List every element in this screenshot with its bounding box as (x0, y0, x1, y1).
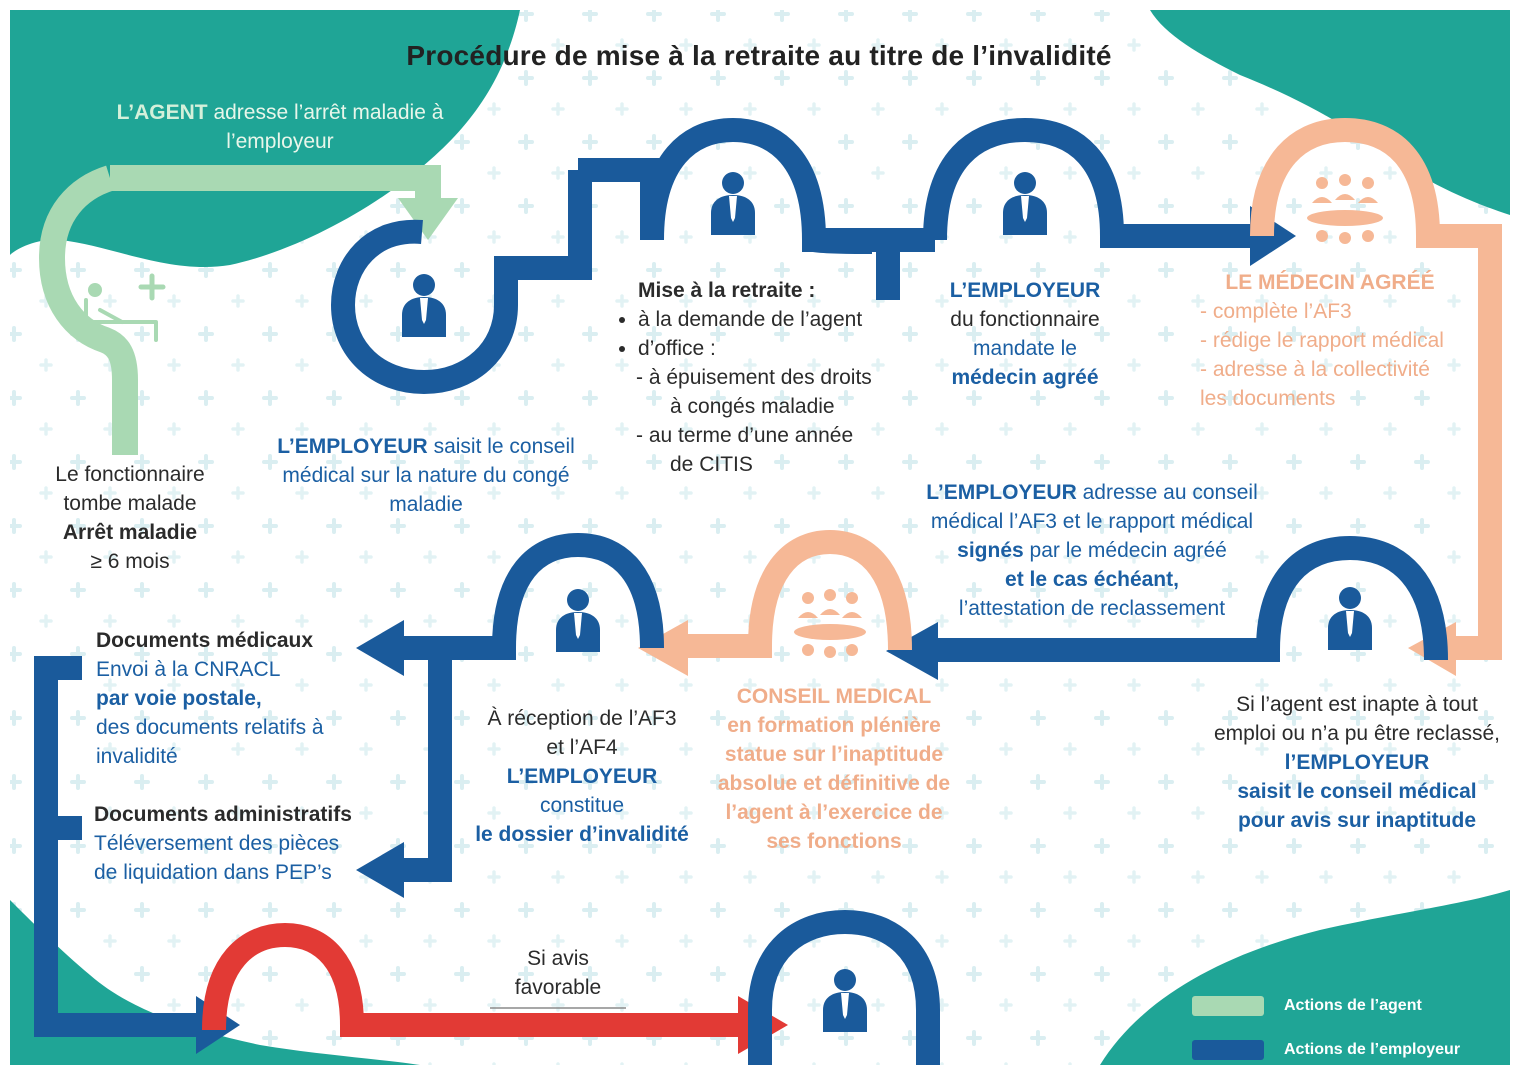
legend-agent-label: Actions de l’agent (1284, 997, 1422, 1014)
legend-agent: Actions de l’agent (1192, 996, 1422, 1016)
step-council: CONSEIL MEDICAL en formation plénière st… (706, 682, 962, 856)
step-doctor: LE MÉDECIN AGRÉÉ - complète l’AF3 - rédi… (1200, 268, 1460, 413)
docs-med-heading: Documents médicaux (96, 629, 314, 652)
employer-bump-2 (578, 117, 900, 300)
council-group-icon (794, 589, 866, 658)
inapt-employer-label: l’EMPLOYEUR (1284, 751, 1430, 774)
doctor-heading: LE MÉDECIN AGRÉÉ (1225, 271, 1435, 294)
agent-flow-line (110, 165, 441, 200)
employer-person-icon-3 (1003, 172, 1047, 235)
employer-final-arch (748, 909, 940, 1065)
send-employer-label: L’EMPLOYEUR (926, 481, 1077, 504)
retirement-sub-1a: - à épuisement des droits (636, 366, 872, 389)
agent-hook-arc (38, 165, 138, 455)
retirement-heading: Mise à la retraite : (638, 279, 816, 302)
inapt-line-5: pour avis sur inaptitude (1237, 809, 1477, 832)
retirement-sub-2b: de CITIS (670, 453, 753, 476)
doctor-item-1: - complète l’AF3 (1200, 300, 1352, 323)
step-inapt: Si l’agent est inapte à tout emploi ou n… (1196, 690, 1518, 835)
mandate-employer-label: L’EMPLOYEUR (949, 279, 1101, 302)
step-docs-medical: Documents médicaux Envoi à la CNRACL par… (96, 626, 356, 771)
agent-label: L’AGENT (116, 101, 208, 124)
docs-adm-heading: Documents administratifs (94, 803, 352, 826)
step-mandate: L’EMPLOYEUR du fonctionnaire mandate le … (920, 276, 1130, 392)
council-heading: CONSEIL MEDICAL (736, 685, 932, 708)
council-text: en formation plénière statue sur l’inapt… (717, 714, 951, 853)
retirement-sub-1b: à congés maladie (670, 395, 835, 418)
employer-person-icon-2 (711, 172, 755, 235)
legend-employer-swatch (1192, 1040, 1264, 1060)
retirement-sub-2a: - au terme d’une année (636, 424, 854, 447)
step-refer-council: L’EMPLOYEUR saisit le conseil médical su… (266, 432, 586, 519)
inapt-line-4: saisit le conseil médical (1237, 780, 1477, 803)
send-text-3: l’attestation de reclassement (958, 597, 1226, 620)
file-line-4: constitue (539, 794, 625, 817)
legend-employer: Actions de l’employeur (1192, 1040, 1460, 1060)
retirement-bullet-2: d’office : (638, 334, 912, 363)
employer-left-line (34, 656, 200, 1037)
employer-arrow-adm (356, 842, 404, 898)
legend-employer-label: Actions de l’employeur (1284, 1041, 1461, 1058)
sick-line-2: tombe malade (63, 492, 197, 515)
teal-blob-top-left (10, 10, 520, 268)
docs-adm-line-1: Téléversement des pièces de liquidation … (94, 832, 340, 884)
employer-arrow-med (356, 620, 404, 676)
doctor-item-2: - rédige le rapport médical (1200, 329, 1444, 352)
file-line-5: le dossier d’invalidité (475, 823, 689, 846)
file-line-1: À réception de l’AF3 (487, 707, 677, 730)
employer-person-icon-inapt (1328, 587, 1372, 650)
step-send-af3: L’EMPLOYEUR adresse au conseil médical l… (912, 478, 1272, 623)
step-agent-sends: L’AGENT adresse l’arrêt maladie à l’empl… (110, 98, 450, 156)
send-case: et le cas échéant, (1005, 568, 1179, 591)
step-favorable: Si avis favorable (514, 947, 602, 999)
retirement-bullet-1: à la demande de l’agent (638, 305, 912, 334)
mandate-line-3: mandate le (973, 337, 1077, 360)
employer-person-icon-1 (402, 274, 446, 337)
agent-sends-text: adresse l’arrêt maladie à l’employeur (213, 101, 444, 153)
step-sick: Le fonctionnaire tombe malade Arrêt mala… (30, 460, 230, 576)
employer-person-icon-final (823, 969, 867, 1032)
docs-med-line-1: Envoi à la CNRACL (96, 658, 281, 681)
council-bump (680, 529, 912, 658)
doctor-bump (1250, 117, 1502, 660)
refer-council-text: saisit le conseil médical sur la nature … (282, 435, 575, 516)
doctor-group-icon (1307, 174, 1383, 244)
sick-line-3: Arrêt maladie (62, 521, 198, 544)
mandate-line-4: médecin agréé (951, 366, 1099, 389)
docs-med-line-3: des documents relatifs à invalidité (96, 716, 324, 768)
refusal-bump (202, 922, 740, 1037)
step-file: À réception de l’AF3 et l’AF4 L’EMPLOYEU… (462, 704, 702, 849)
employer-person-icon-file (556, 589, 600, 652)
docs-med-line-2: par voie postale, (96, 687, 262, 710)
employer-arrow-to-council (886, 622, 938, 680)
doctor-item-3: - adresse à la collectivité les document… (1200, 358, 1430, 410)
mandate-line-2: du fonctionnaire (950, 308, 1100, 331)
employer-loop-1 (330, 170, 592, 395)
step-docs-admin: Documents administratifs Téléversement d… (94, 800, 364, 887)
send-text-1: adresse au conseil médical l’AF3 et le r… (930, 481, 1258, 533)
teal-blob-bottom-right (1100, 890, 1510, 1065)
send-signed: signés (957, 539, 1024, 562)
step-retirement: Mise à la retraite : à la demande de l’a… (612, 276, 912, 479)
agent-arrow-head (398, 198, 458, 240)
employer-bump-inapt (930, 535, 1448, 662)
page-title: Procédure de mise à la retraite au titre… (406, 40, 1112, 71)
legend-agent-swatch (1192, 996, 1264, 1016)
hospital-bed-icon (84, 273, 166, 342)
employer-bump-4 (923, 117, 1260, 248)
inapt-line-2: emploi ou n’a pu être reclassé, (1214, 722, 1500, 745)
sick-line-4: ≥ 6 mois (90, 550, 170, 573)
employer-bump-file (400, 532, 664, 882)
sick-line-1: Le fonctionnaire (55, 463, 205, 486)
send-text-2: par le médecin agréé (1029, 539, 1227, 562)
file-line-2: et l’AF4 (546, 736, 618, 759)
refer-employer-label: L’EMPLOYEUR (277, 435, 428, 458)
file-employer-label: L’EMPLOYEUR (506, 765, 658, 788)
inapt-line-1: Si l’agent est inapte à tout (1236, 693, 1478, 716)
